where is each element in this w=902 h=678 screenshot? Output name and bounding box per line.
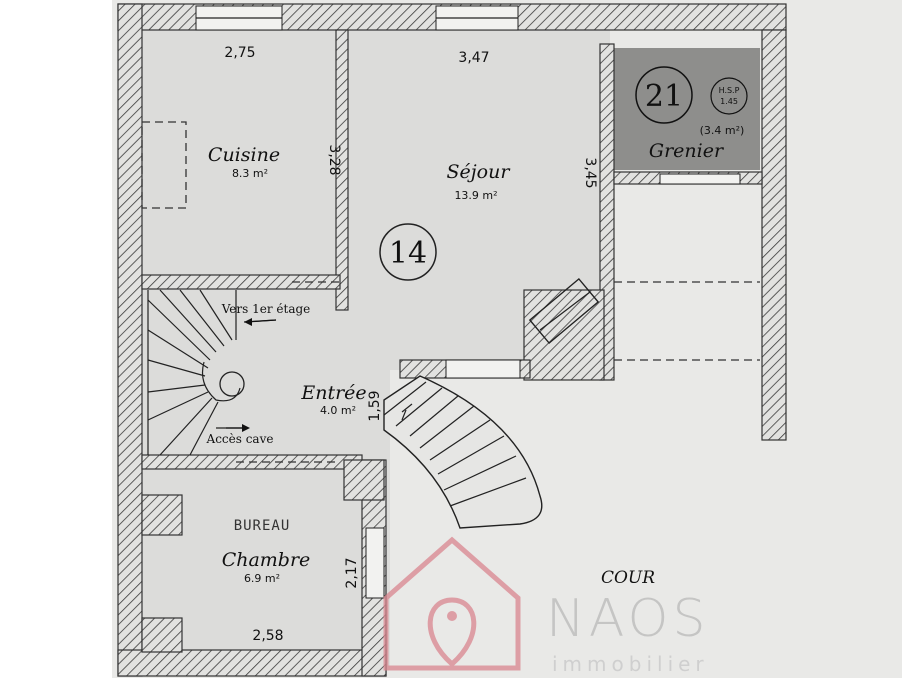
house-logo-icon	[383, 536, 521, 671]
stairs-down-label: Accès cave	[206, 432, 274, 446]
dim-cuisine-width: 2,75	[224, 45, 255, 61]
room-name-chambre: Chambre	[222, 549, 311, 571]
stairs-up-arrow-icon	[244, 318, 252, 326]
room-floors	[140, 30, 760, 670]
hsp-label: H.S.P	[719, 86, 740, 95]
room-area-cuisine: 8.3 m²	[232, 167, 268, 180]
exterior-staircase	[383, 375, 543, 529]
dim-cuisine-height: 3,28	[326, 144, 342, 175]
naos-watermark: NAOS immobilier	[383, 536, 710, 676]
grenier-number: 21	[645, 79, 683, 114]
dim-sejour-height: 3,45	[582, 157, 598, 188]
windows	[195, 5, 741, 599]
dim-chambre-width: 2,58	[252, 628, 283, 644]
hsp-badge	[710, 77, 748, 115]
unit-number: 14	[389, 236, 427, 271]
dim-entree-width: 1,59	[367, 390, 383, 421]
unit-number-circle	[379, 223, 437, 281]
grenier-floor	[614, 48, 760, 170]
pin-logo-icon	[427, 597, 477, 668]
interior-staircase	[147, 289, 277, 456]
heart-dot-icon	[447, 611, 457, 621]
dim-sejour-width: 3,47	[458, 50, 489, 66]
chimney-vent	[528, 277, 600, 345]
hsp-value: 1.45	[720, 97, 738, 106]
grenier-number-circle	[635, 66, 693, 124]
interior-walls	[141, 29, 763, 653]
room-area-entree: 4.0 m²	[320, 404, 356, 417]
handwritten-bureau: BUREAU	[234, 518, 291, 534]
dashed-openings	[141, 121, 760, 463]
room-name-cuisine: Cuisine	[208, 144, 280, 166]
stairs-down-arrow-icon	[242, 424, 250, 432]
room-name-entree: Entrée	[300, 382, 366, 404]
watermark-subtitle: immobilier	[552, 652, 709, 676]
room-area-sejour: 13.9 m²	[454, 189, 497, 202]
room-area-chambre: 6.9 m²	[244, 572, 280, 585]
room-name-cour: COUR	[601, 568, 655, 588]
stairs-up-label: Vers 1er étage	[221, 302, 311, 316]
room-name-grenier: Grenier	[649, 140, 725, 162]
room-area-grenier: (3.4 m²)	[700, 124, 745, 137]
left-margin	[0, 0, 112, 678]
dim-chambre-height: 2,17	[344, 557, 360, 588]
watermark-brand: NAOS	[546, 589, 710, 649]
room-name-sejour: Séjour	[447, 161, 512, 183]
